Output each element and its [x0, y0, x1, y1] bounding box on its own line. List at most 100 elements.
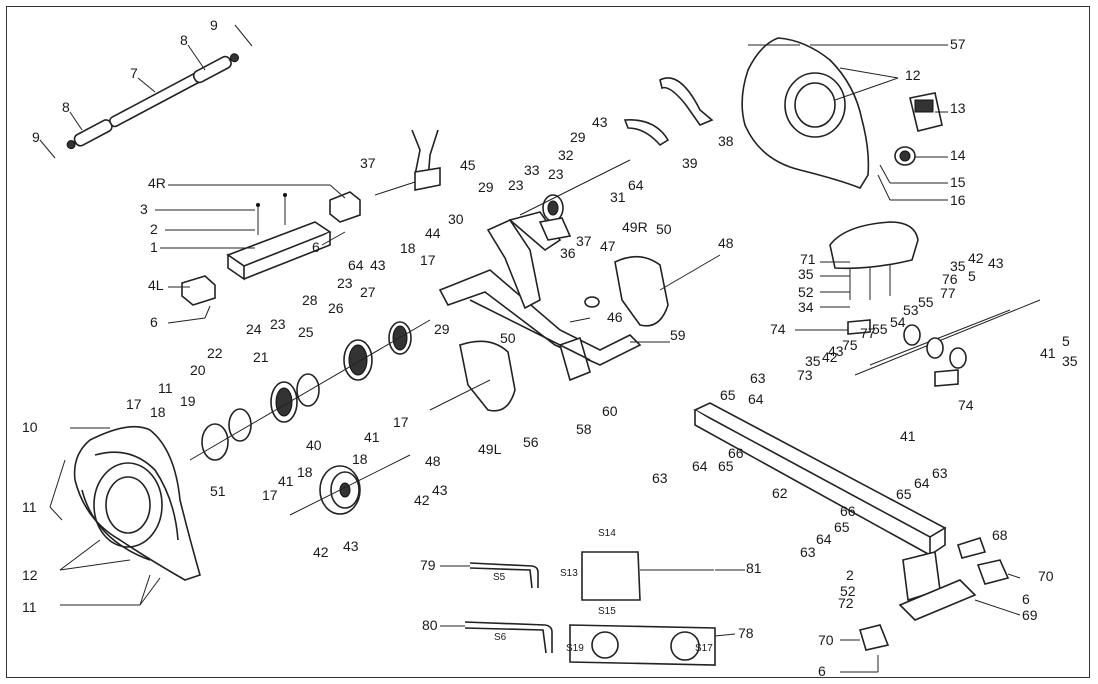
rear-stabilizer — [858, 537, 1010, 651]
part-label-9b: 9 — [32, 129, 40, 145]
part-label-17a: 17 — [420, 252, 436, 268]
tool-size-s6: S6 — [494, 632, 507, 643]
part-label-56: 56 — [523, 434, 539, 450]
part-label-81: 81 — [746, 560, 762, 576]
part-label-44: 44 — [425, 225, 441, 241]
part-label-18b: 18 — [150, 404, 166, 420]
part-label-19: 19 — [180, 393, 196, 409]
part-label-18d: 18 — [297, 464, 313, 480]
part-label-60: 60 — [602, 403, 618, 419]
part-label-23b: 23 — [508, 177, 524, 193]
sensor-wire — [374, 129, 441, 196]
seat-slider — [847, 299, 1041, 387]
part-label-65d: 65 — [834, 519, 850, 535]
part-label-4r: 4R — [148, 175, 166, 191]
part-label-76: 76 — [942, 271, 958, 287]
part-label-41a: 41 — [364, 429, 380, 445]
part-label-50b: 50 — [500, 330, 516, 346]
part-label-11c: 11 — [22, 599, 37, 615]
left-front-shroud — [73, 425, 201, 581]
part-label-17c: 17 — [393, 414, 409, 430]
part-label-59: 59 — [670, 327, 686, 343]
part-label-47: 47 — [600, 238, 616, 254]
part-label-65c: 65 — [896, 486, 912, 502]
part-label-15: 15 — [950, 174, 966, 190]
part-label-63b: 63 — [652, 470, 668, 486]
part-label-36: 36 — [560, 245, 576, 261]
part-label-78: 78 — [738, 625, 754, 641]
part-label-71: 71 — [800, 251, 816, 267]
part-label-37a: 37 — [360, 155, 376, 171]
part-label-41c: 41 — [1040, 345, 1056, 361]
tools — [464, 551, 716, 666]
part-label-69: 69 — [1022, 607, 1038, 623]
part-label-29a: 29 — [570, 129, 586, 145]
console — [894, 92, 943, 166]
part-label-12b: 12 — [22, 567, 38, 583]
part-label-45: 45 — [460, 157, 476, 173]
part-label-58: 58 — [576, 421, 592, 437]
part-label-4l: 4L — [148, 277, 164, 293]
part-label-42a: 42 — [414, 492, 430, 508]
part-label-24: 24 — [246, 321, 262, 337]
part-label-51: 51 — [210, 483, 226, 499]
part-label-25: 25 — [298, 324, 314, 340]
part-label-43a: 43 — [592, 114, 608, 130]
part-label-8b: 8 — [62, 99, 70, 115]
part-label-64a: 64 — [628, 177, 644, 193]
part-label-52a: 52 — [798, 284, 814, 300]
part-label-35c: 35 — [805, 353, 821, 369]
part-label-42b: 42 — [313, 544, 329, 560]
part-label-48b: 48 — [425, 453, 441, 469]
part-label-79: 79 — [420, 557, 436, 573]
part-label-75: 75 — [842, 337, 858, 353]
part-label-77a: 77 — [940, 285, 956, 301]
tool-size-s13: S13 — [560, 568, 578, 579]
part-label-17b: 17 — [126, 396, 142, 412]
pedals — [429, 254, 721, 412]
part-label-13: 13 — [950, 100, 966, 116]
part-label-43b: 43 — [370, 257, 386, 273]
part-label-18c: 18 — [352, 451, 368, 467]
part-label-64f: 64 — [816, 531, 832, 547]
drive-pulley-stack — [189, 319, 431, 461]
part-label-33: 33 — [524, 162, 540, 178]
drive-belts — [623, 77, 714, 147]
part-label-23c: 23 — [337, 275, 353, 291]
idler-sprocket — [519, 159, 631, 241]
part-label-52b: 52 — [840, 583, 856, 599]
tool-size-s17: S17 — [695, 643, 713, 654]
part-label-49l: 49L — [478, 441, 502, 457]
part-label-37b: 37 — [576, 233, 592, 249]
part-label-5a: 5 — [968, 268, 976, 284]
part-label-66a: 66 — [728, 445, 744, 461]
part-label-26: 26 — [328, 300, 344, 316]
tool-size-s19: S19 — [566, 643, 584, 654]
part-label-49r: 49R — [622, 219, 648, 235]
part-label-43f: 43 — [828, 343, 844, 359]
part-label-43e: 43 — [988, 255, 1004, 271]
part-label-65a: 65 — [720, 387, 736, 403]
part-label-42d: 42 — [822, 349, 838, 365]
part-label-74a: 74 — [770, 321, 786, 337]
part-label-64b: 64 — [348, 257, 364, 273]
part-label-42c: 42 — [968, 250, 984, 266]
part-label-32: 32 — [558, 147, 574, 163]
part-label-6c: 6 — [1022, 591, 1030, 607]
part-label-43d: 43 — [343, 538, 359, 554]
part-label-7: 7 — [130, 65, 138, 81]
seat — [829, 221, 919, 300]
part-label-34: 34 — [798, 299, 814, 315]
part-label-77b: 77 — [860, 325, 876, 341]
rear-rail — [693, 402, 947, 557]
part-label-62: 62 — [772, 485, 788, 501]
part-label-21: 21 — [253, 349, 269, 365]
part-label-80: 80 — [422, 617, 438, 633]
part-label-30: 30 — [448, 211, 464, 227]
part-label-35b: 35 — [950, 258, 966, 274]
part-label-73: 73 — [797, 367, 813, 383]
tool-size-s15: S15 — [598, 606, 616, 617]
part-label-64d: 64 — [692, 458, 708, 474]
part-label-39: 39 — [682, 155, 698, 171]
